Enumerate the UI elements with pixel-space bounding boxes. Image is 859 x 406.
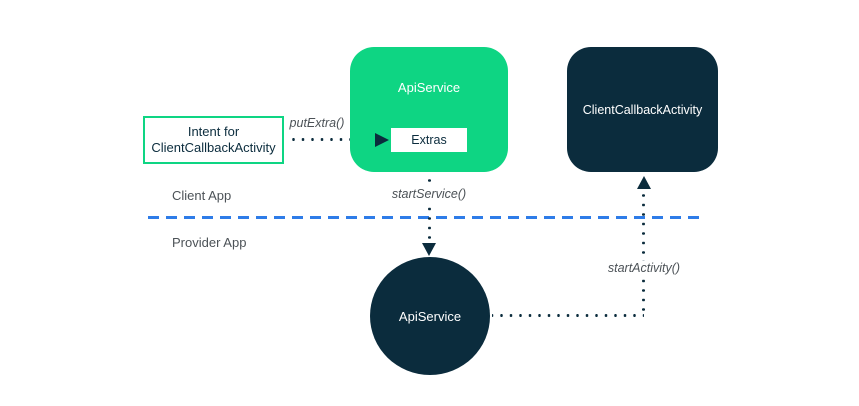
startservice-edge-label: startService() [369,187,489,201]
startactivity-dotted-line-vertical [642,190,645,315]
intent-box: Intent for ClientCallbackActivity [143,116,284,164]
provider-app-region-label: Provider App [172,235,247,250]
startactivity-dotted-line-horizontal [492,314,644,317]
apiservice-circle-label: ApiService [398,308,462,324]
putextra-dotted-line [287,138,376,141]
app-boundary-divider [148,216,704,219]
putextra-edge-label: putExtra() [289,116,345,130]
client-app-region-label: Client App [172,188,232,203]
extras-box: Extras [391,128,467,152]
apiservice-circle: ApiService [370,257,490,375]
intent-box-label: Intent for ClientCallbackActivity [151,123,276,155]
startservice-arrowhead-down-icon [422,243,436,256]
apiservice-box-label: ApiService [397,80,461,95]
extras-box-label: Extras [411,133,447,147]
apiservice-box: ApiService [350,47,508,172]
startservice-dotted-line [428,176,431,242]
putextra-arrowhead-right-icon [375,133,389,147]
startactivity-arrowhead-up-icon [637,176,651,189]
clientcallbackactivity-box: ClientCallbackActivity [567,47,718,172]
startactivity-edge-label: startActivity() [584,261,704,275]
clientcallbackactivity-box-label: ClientCallbackActivity [582,102,703,117]
